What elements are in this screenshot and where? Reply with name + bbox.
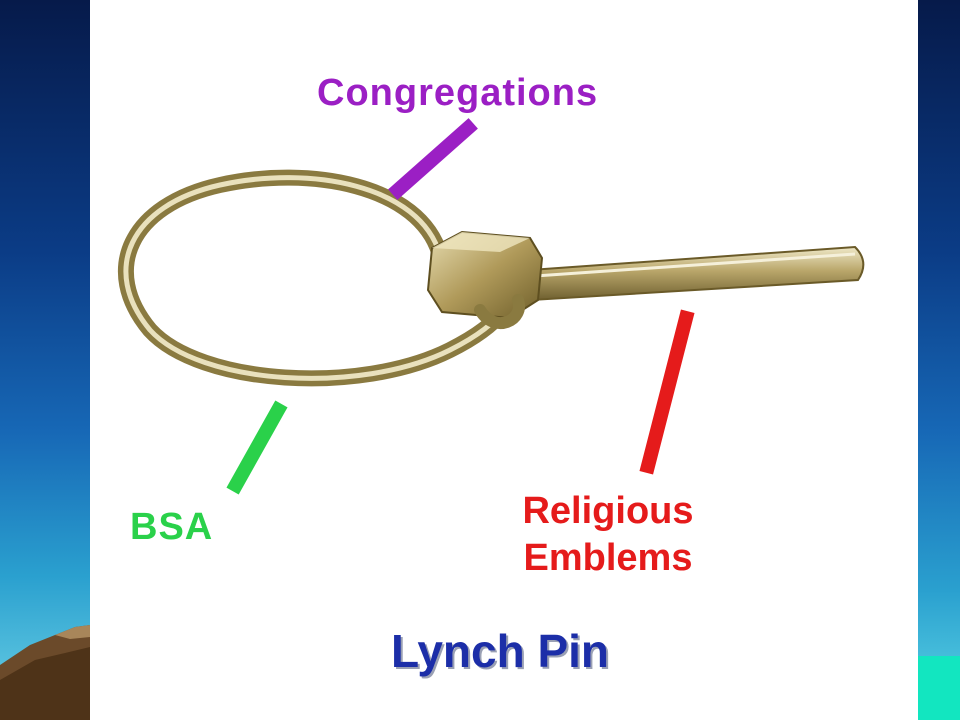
slide-content: Congregations BSA Religious Emblems Lync… (90, 0, 918, 720)
lynch-pin-icon (117, 118, 865, 495)
slide-title: Lynch Pin (390, 625, 610, 677)
bsa-pointer (226, 400, 288, 495)
decorative-teal-block (918, 656, 960, 720)
congregations-pointer (388, 118, 478, 200)
label-congregations: Congregations (317, 72, 599, 114)
background-left-panel (0, 0, 90, 720)
label-religious-emblems: Religious Emblems (522, 490, 694, 579)
label-bsa: BSA (130, 506, 214, 548)
background-right-panel (918, 0, 960, 720)
mountain-graphic (0, 625, 90, 720)
religious-emblems-pointer (639, 309, 695, 475)
